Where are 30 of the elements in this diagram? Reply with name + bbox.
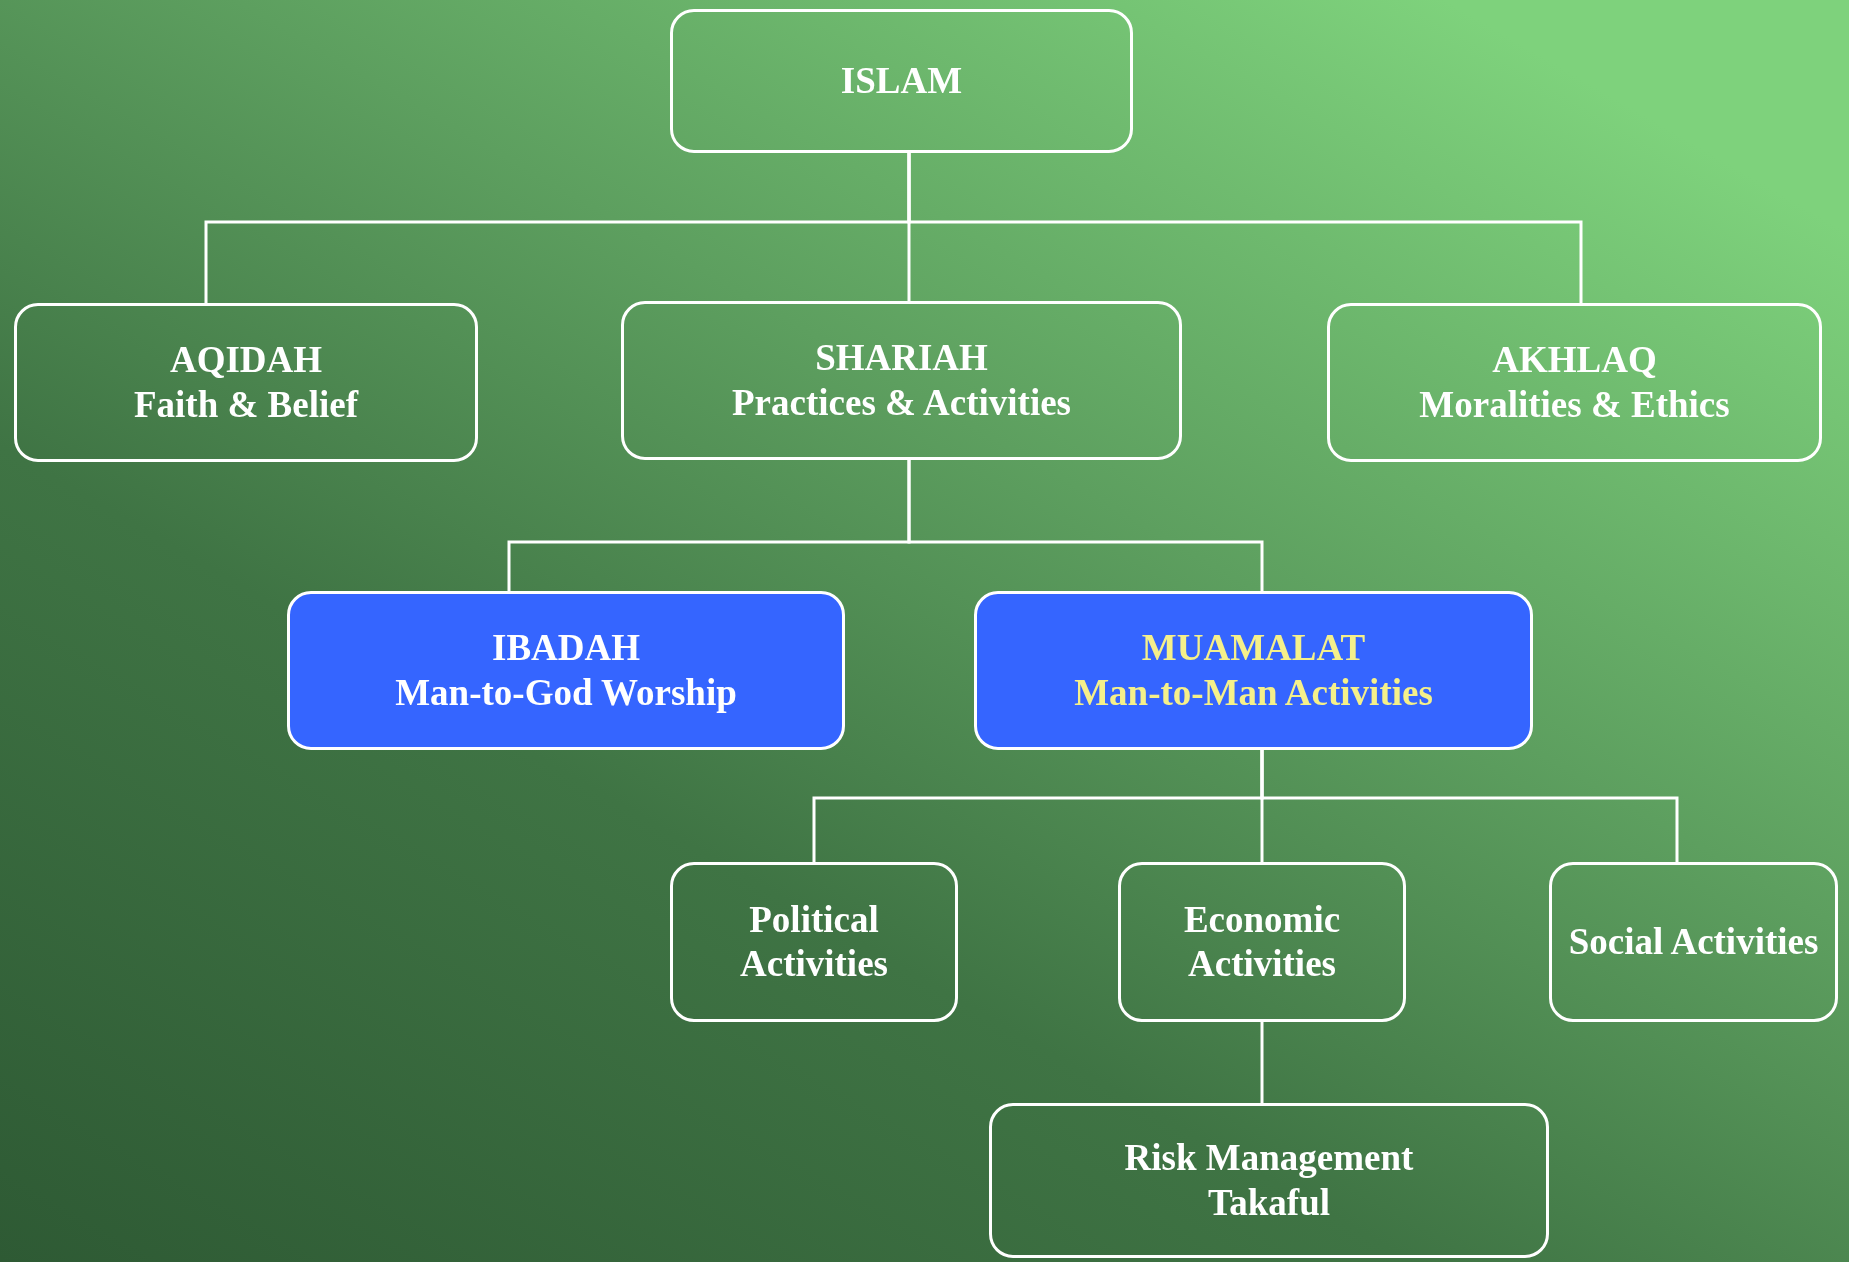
node-heading: Risk Management <box>1124 1136 1414 1181</box>
connector-line <box>907 460 1264 591</box>
category-box <box>287 591 845 750</box>
node-heading: AQIDAH <box>169 338 323 383</box>
category-box <box>621 301 1182 460</box>
category-box <box>989 1103 1549 1258</box>
node-label: ISLAM <box>840 58 963 103</box>
category-box <box>1549 862 1838 1022</box>
node-label: Political Activities <box>739 897 889 986</box>
node-label: Man-to-God Worship <box>395 670 737 715</box>
node-label: Faith & Belief <box>134 382 358 427</box>
connector-line <box>1260 750 1679 862</box>
node-heading: IBADAH <box>492 626 640 671</box>
category-box <box>1327 303 1822 462</box>
node-heading: SHARIAH <box>815 336 988 381</box>
node-label: Economic Activities <box>1182 897 1342 986</box>
node-label: Man-to-Man Activities <box>1074 670 1433 715</box>
node-heading: AKHLAQ <box>1492 338 1657 383</box>
node-label: Takaful <box>1207 1180 1330 1225</box>
category-box <box>14 303 478 462</box>
category-box <box>974 591 1533 750</box>
node-heading: MUAMALAT <box>1141 626 1366 671</box>
node-label: Moralities & Ethics <box>1419 382 1730 427</box>
node-label: Practices & Activities <box>732 380 1071 425</box>
node-label: Social Activities <box>1568 919 1819 964</box>
connector-line <box>1260 1022 1264 1103</box>
category-box <box>670 862 958 1022</box>
category-box <box>1118 862 1406 1022</box>
connector-line <box>907 153 1583 303</box>
category-box <box>670 9 1133 153</box>
